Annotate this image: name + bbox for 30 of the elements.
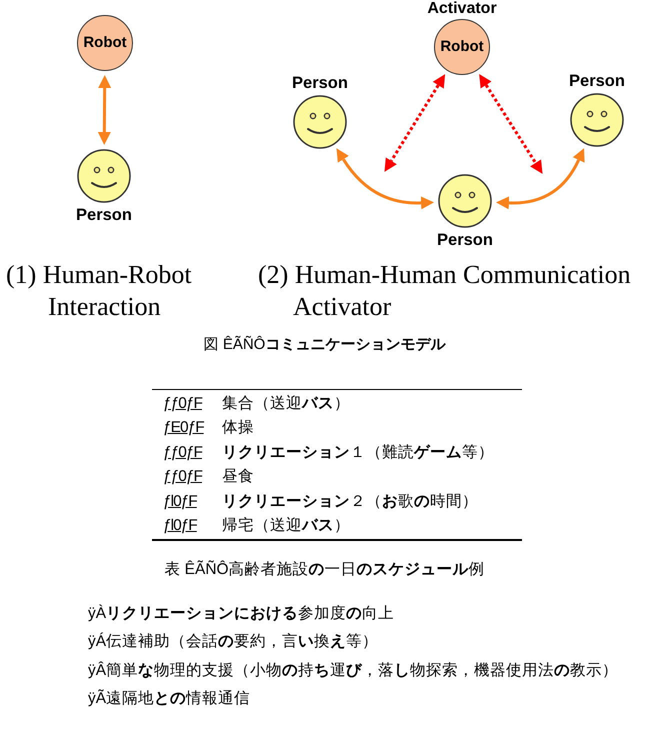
list-item-text: ÿÁ伝達補助（会話の要約，言い換え等） xyxy=(88,632,378,652)
time-text: ƒE0ƒF xyxy=(163,418,206,438)
activity-text: リクリエーション１（難読ゲーム等） xyxy=(222,442,494,463)
list-item-text: ÿÃ遠隔地との情報通信 xyxy=(88,688,250,710)
activity-text: リクリエーション２（お歌の時間） xyxy=(222,492,478,512)
list-item-text: ÿÂ簡単な物理的支援（小物の持ち運び，落し物探索，機器使用法の教示） xyxy=(88,660,618,681)
subfigure-caption: (1) Human-Robot Interaction xyxy=(6,259,193,323)
table-caption: 表 ÊÃÑÔ高齢者施設の一日のスケジュール例 xyxy=(164,560,485,580)
time-text: ƒl0ƒF xyxy=(163,492,198,512)
node-label: Person xyxy=(437,230,493,250)
double-headed-arrow xyxy=(98,75,112,145)
time-text: ƒƒ0ƒF xyxy=(163,467,204,488)
list-item-text: ÿÀリクリエーションにおける参加度の向上 xyxy=(88,604,394,624)
node-label: Person xyxy=(76,205,132,225)
activity-text: 昼食 xyxy=(222,467,254,488)
activity-text: 帰宅（送迎バス） xyxy=(222,516,350,536)
activity-text: 体操 xyxy=(222,418,254,438)
dotted-double-headed-arrow xyxy=(384,74,446,172)
subfigure-caption: (2) Human-Human Communication Activator xyxy=(258,259,632,323)
double-headed-arrow xyxy=(496,148,585,210)
node-heading: Activator xyxy=(427,0,497,19)
time-text: ƒƒ0ƒF xyxy=(163,394,204,414)
double-headed-arrow xyxy=(336,148,434,210)
activity-text: 集合（送迎バス） xyxy=(222,394,350,414)
node-label: Person xyxy=(292,73,348,93)
dotted-double-headed-arrow xyxy=(479,74,543,174)
time-text: ƒƒ0ƒF xyxy=(163,442,204,463)
time-text: ƒl0ƒF xyxy=(163,516,198,536)
node-label: Person xyxy=(569,71,625,91)
figure-caption: 図 ÊÃÑÔコミュニケーションモデル xyxy=(204,335,446,355)
